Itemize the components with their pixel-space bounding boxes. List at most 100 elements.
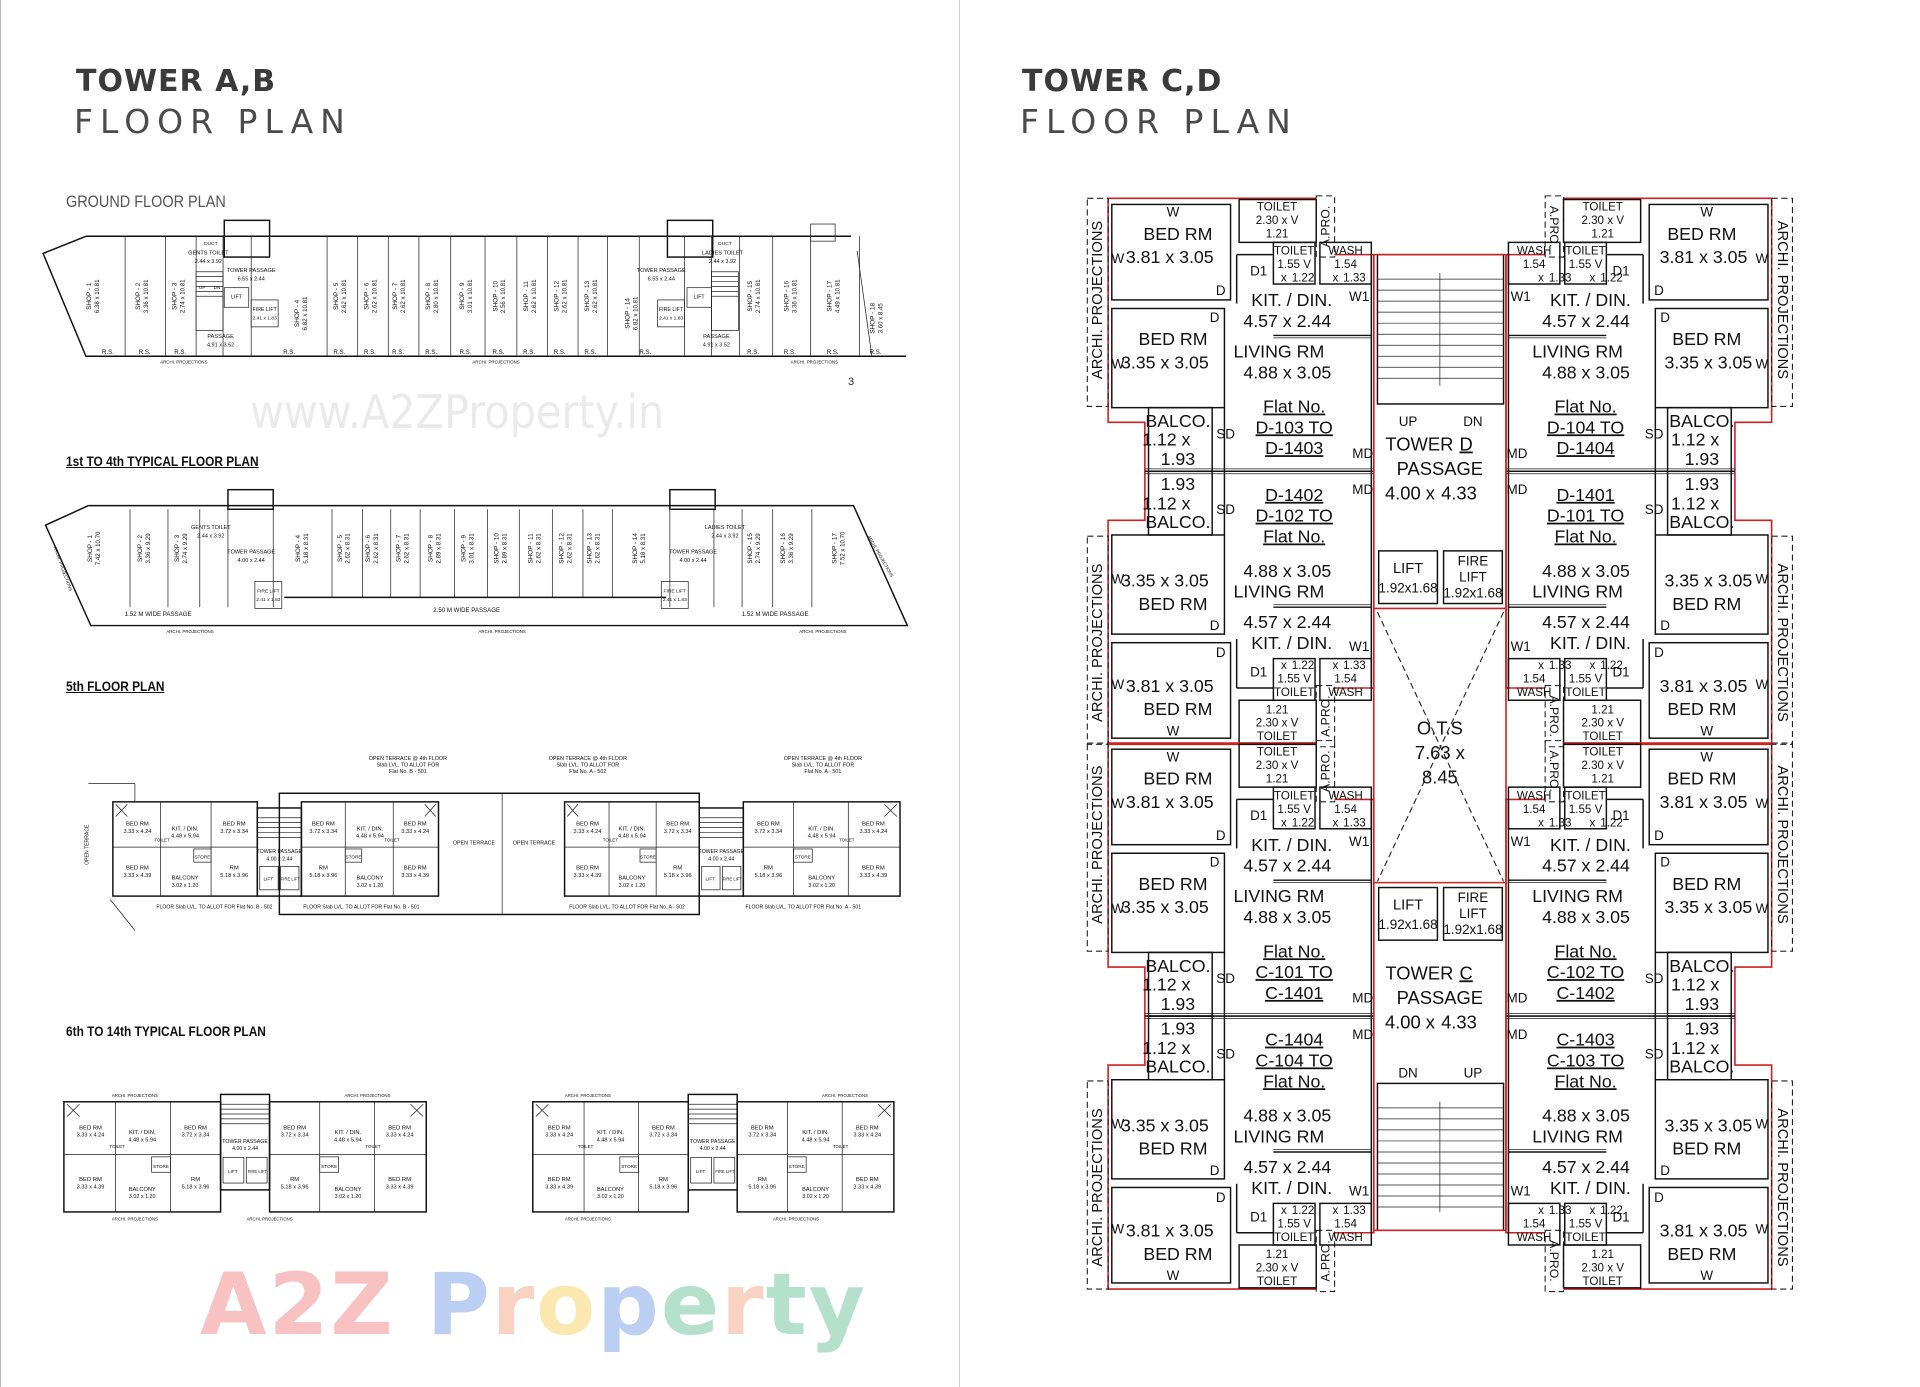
wash-dims: x: [1332, 1204, 1338, 1217]
outer-boundary: [1334, 798, 1375, 1017]
flat-number-label: Flat No.: [1263, 1071, 1325, 1091]
main-door-label: MD: [1352, 1027, 1373, 1042]
balcony-dims: 1.93: [1685, 449, 1720, 469]
up-label: UP: [1399, 414, 1418, 429]
bed-room-label: BED RM: [576, 821, 599, 827]
wash-dims: x: [1332, 272, 1338, 285]
rs-label: R.S.: [139, 349, 151, 356]
tower-passage-dims: 4.00 x 2.44: [700, 1146, 726, 1152]
living-room-dims: 4.88 x: [1542, 1106, 1590, 1126]
lift-dims: 1.92x1.68: [1378, 917, 1437, 932]
rs-label: R.S.: [283, 349, 295, 356]
toilet-dims: x: [1590, 659, 1596, 672]
balcony-dims: 1.93: [1161, 994, 1196, 1014]
living-room-label: RM: [1595, 1126, 1623, 1146]
store-label: STORE: [789, 1164, 805, 1169]
toilet-label: TOILET: [603, 837, 619, 842]
bed-room-label: BED RM: [856, 1125, 879, 1131]
living-room-label: RM: [764, 866, 773, 872]
balcony-dims: 1.93: [1685, 474, 1720, 494]
shop-label: SHOP - 16: [784, 280, 791, 311]
outer-boundary: [1107, 742, 1317, 1017]
bed-room-dims: 3.33 x 4.24: [401, 829, 429, 835]
kitchen-dims: 4.48 x 5.94: [618, 834, 646, 840]
balcony-dims: 1.93: [1685, 994, 1720, 1014]
lift-label: LIFT: [231, 295, 243, 301]
kitchen-label: KIT. / DIN.: [597, 1130, 624, 1136]
balcony-dims: 1.12: [1142, 1038, 1177, 1058]
lift-shaft: [1377, 550, 1439, 605]
tower-passage-dims: 4.00 x 2.44: [680, 558, 707, 564]
living-room-label: LIVING: [1234, 1126, 1292, 1146]
window-label: W: [1755, 572, 1768, 587]
flat-number-to: C-1404: [1265, 1030, 1323, 1050]
bed-room-dims: 3.05: [1174, 1115, 1209, 1135]
toilet-label: TOILET: [1565, 789, 1605, 802]
toilet-dims: 2.30 x V: [1256, 759, 1299, 772]
outer-boundary: [1505, 1016, 1546, 1234]
sliding-door-label: SD: [1645, 502, 1664, 517]
flat-outline: [300, 801, 440, 897]
toilet-label: TOILET: [1274, 245, 1314, 258]
balcony-wall: [1666, 470, 1732, 536]
bed-room-label: BED RM: [1143, 1244, 1212, 1264]
kitchen-label: KIT. /: [1251, 835, 1292, 855]
toilet-label: TOILET: [1565, 1231, 1605, 1244]
door-label: D: [1654, 1190, 1664, 1205]
bed-room-label: BED RM: [1143, 769, 1212, 789]
kitchen-label: DIN.: [1595, 290, 1631, 310]
living-room-label: LIVING: [1532, 1126, 1590, 1146]
shop-dims: 6.82 x 10.81: [632, 296, 639, 330]
living-room-label: RM: [1595, 341, 1623, 361]
terrace-note: FLOOR Slab LVL. TO ALLOT FOR Flat No. B …: [156, 904, 272, 910]
archi-projection-zone: [1086, 535, 1109, 745]
wash-dims: 1.54: [1523, 258, 1546, 271]
passage-label: PASSAGE: [703, 334, 730, 340]
bed-room-dims: 3.05: [1174, 897, 1209, 917]
watermark-letter: t: [765, 1255, 809, 1355]
building-outline: [44, 504, 909, 627]
tower-cd-title: TOWER C,D: [1022, 64, 1223, 99]
passage-label: PASSAGE: [1397, 987, 1483, 1008]
kitchen-label: KIT. /: [1251, 633, 1292, 653]
passage-label: PASSAGE: [207, 334, 234, 340]
wash-dims: 1.33: [1549, 272, 1572, 285]
bed-room-wall: [1648, 641, 1769, 739]
bed-room-label: BED RM: [548, 1177, 571, 1183]
toilet-dims: 1.55 V: [1277, 673, 1311, 686]
balcony-dims: 1.12: [1671, 493, 1706, 513]
bed-room-label: BED RM: [404, 866, 427, 872]
bed-room-label: BED RM: [1672, 1139, 1741, 1159]
shop-label: SHOP - 16: [780, 533, 787, 564]
bed-room-label: BED RM: [1672, 874, 1741, 894]
outer-boundary: [1505, 253, 1546, 472]
living-room-label: RM: [1297, 341, 1325, 361]
page-edge: [0, 0, 1, 1387]
toilet-dims: 1.21: [1266, 227, 1289, 240]
lift-dims: 1.92x1.68: [1378, 581, 1437, 596]
rs-label: R.S.: [784, 349, 796, 356]
balcony-dims: x: [1710, 974, 1719, 994]
shop-dims: 2.62 x 10.81: [372, 279, 379, 313]
outer-boundary: [1107, 471, 1317, 746]
shop-dims: 2.89 x 8.31: [435, 533, 442, 564]
living-room-dims: 4.88 x: [1243, 362, 1291, 382]
kitchen-label: DIN.: [1297, 835, 1333, 855]
flat-number-from: C-102 TO: [1547, 962, 1624, 982]
ots-label: O.T.S: [1417, 718, 1463, 739]
shop-label: SHOP - 17: [831, 533, 838, 564]
bed-room-dims: 3.35 x: [1665, 1115, 1713, 1135]
bed-room-label: BED RM: [388, 1177, 411, 1183]
bed-room-dims: 3.35 x: [1121, 571, 1169, 591]
toilet-dims: 1.21: [1591, 1248, 1614, 1261]
window-label: W: [1755, 677, 1768, 692]
kitchen-label: DIN.: [1595, 633, 1631, 653]
shop-label: SHOP - 5: [337, 534, 344, 562]
toilet-dims: 2.44 x 3.92: [711, 533, 738, 539]
fifth-floor-label: 5th FLOOR PLAN: [66, 678, 165, 694]
duct-cross: [877, 1103, 892, 1117]
toilet-dims: 1.22: [1600, 272, 1623, 285]
watermark-url: www.A2ZProperty.in: [250, 385, 665, 439]
